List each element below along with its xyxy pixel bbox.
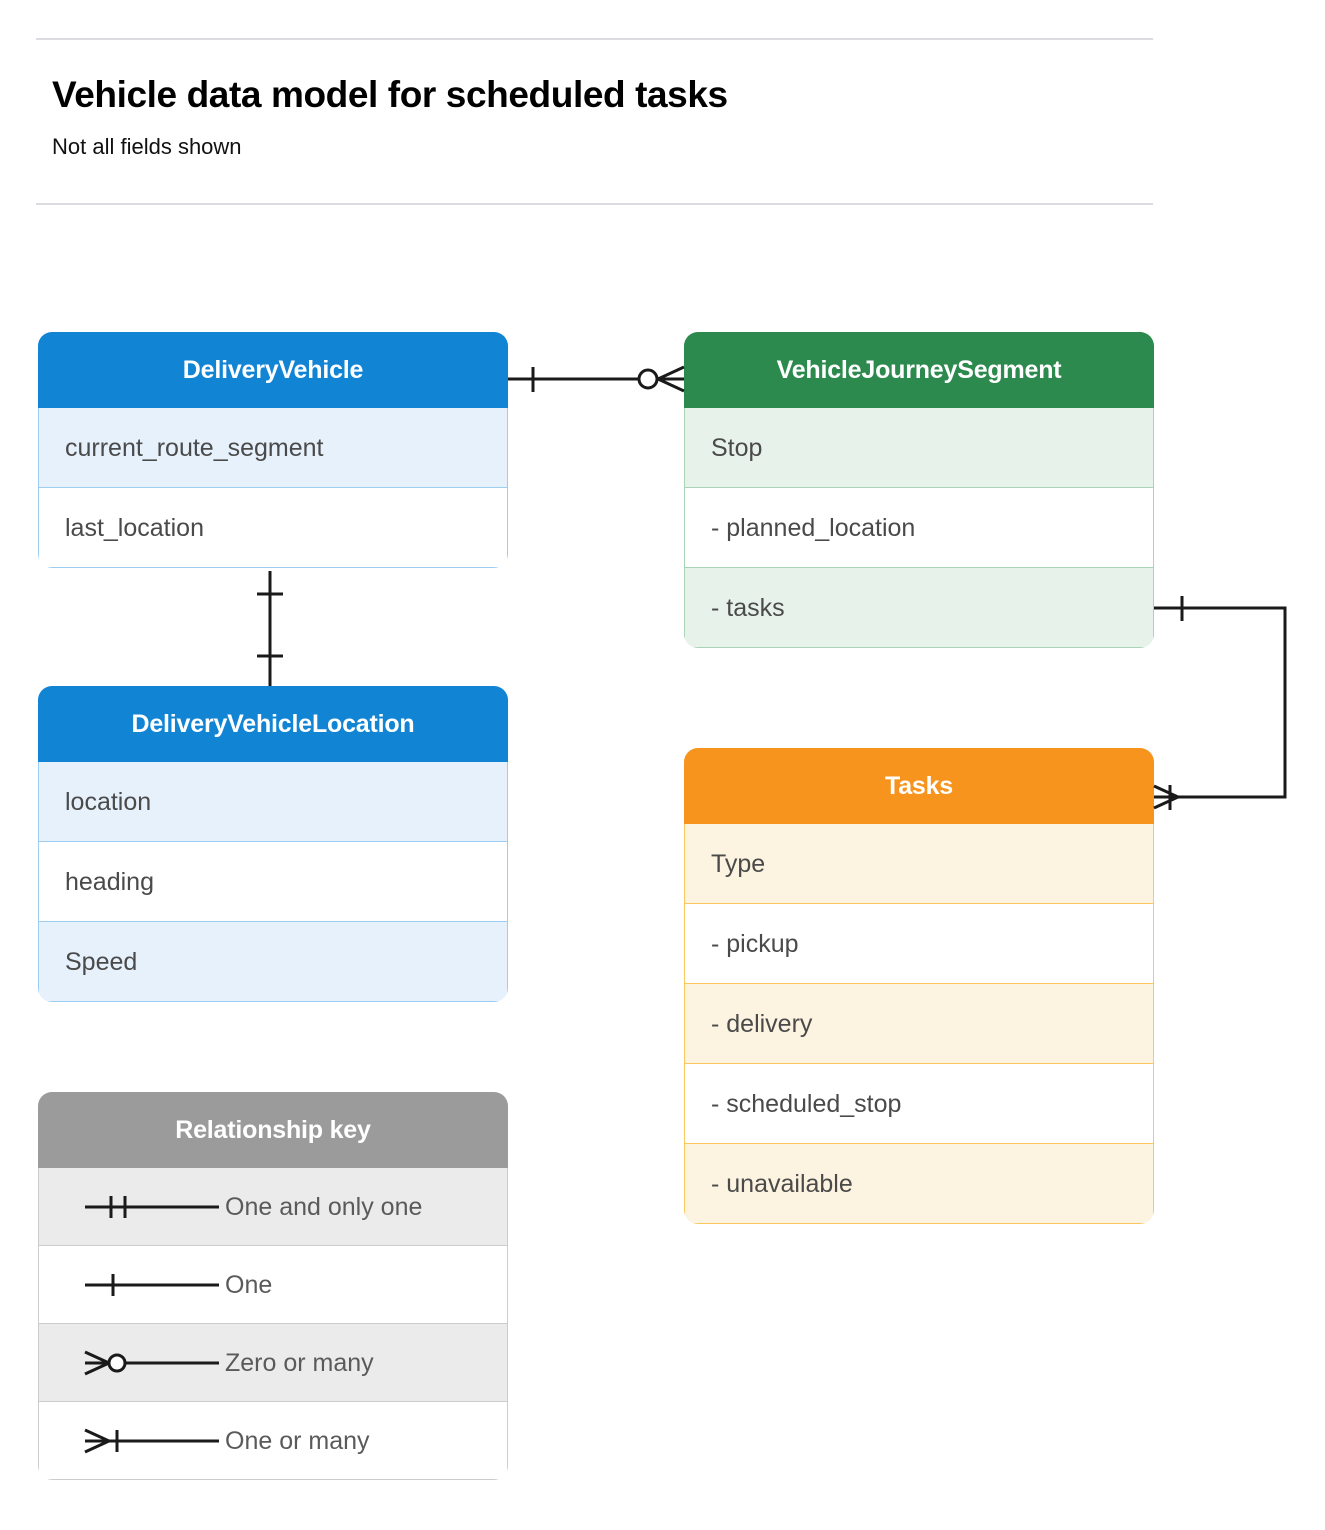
legend-item: One or many <box>38 1402 508 1480</box>
zero-or-many-icon <box>65 1348 225 1378</box>
legend-item-label: One and only one <box>225 1192 423 1221</box>
header-divider-bottom <box>36 203 1153 205</box>
entity-field-row: - tasks <box>684 568 1154 648</box>
entity-field-row: Stop <box>684 408 1154 488</box>
page-title: Vehicle data model for scheduled tasks <box>52 74 728 115</box>
one-icon <box>65 1270 225 1300</box>
legend-item-label: One <box>225 1270 273 1299</box>
entity-delivery-vehicle-location[interactable]: DeliveryVehicleLocation location heading… <box>38 686 508 1002</box>
entity-title-vehicle-journey-segment: VehicleJourneySegment <box>684 332 1154 408</box>
entity-tasks[interactable]: Tasks Type - pickup - delivery - schedul… <box>684 748 1154 1224</box>
connector-vehicle-to-journey-segment <box>508 365 685 393</box>
relationship-key-legend[interactable]: Relationship key One and only one One <box>38 1092 508 1480</box>
entity-field-row: - unavailable <box>684 1144 1154 1224</box>
legend-item: One <box>38 1246 508 1324</box>
entity-field-row: Speed <box>38 922 508 1002</box>
entity-field-row: - scheduled_stop <box>684 1064 1154 1144</box>
entity-title-delivery-vehicle: DeliveryVehicle <box>38 332 508 408</box>
one-and-only-one-icon <box>65 1192 225 1222</box>
entity-delivery-vehicle[interactable]: DeliveryVehicle current_route_segment la… <box>38 332 508 568</box>
entity-field-row: heading <box>38 842 508 922</box>
entity-field-row: current_route_segment <box>38 408 508 488</box>
entity-field-row: location <box>38 762 508 842</box>
page-subtitle: Not all fields shown <box>52 134 242 159</box>
legend-item-label: One or many <box>225 1426 370 1455</box>
legend-item: Zero or many <box>38 1324 508 1402</box>
connector-vehicle-to-vehicle-location <box>257 571 283 686</box>
legend-item: One and only one <box>38 1168 508 1246</box>
entity-field-row: Type <box>684 824 1154 904</box>
entity-field-row: - pickup <box>684 904 1154 984</box>
connector-journey-segment-tasks-to-tasks <box>1153 596 1287 810</box>
entity-field-row: - planned_location <box>684 488 1154 568</box>
legend-title: Relationship key <box>38 1092 508 1168</box>
entity-field-row: last_location <box>38 488 508 568</box>
header-divider-top <box>36 38 1153 40</box>
entity-vehicle-journey-segment[interactable]: VehicleJourneySegment Stop - planned_loc… <box>684 332 1154 648</box>
entity-title-delivery-vehicle-location: DeliveryVehicleLocation <box>38 686 508 762</box>
entity-field-row: - delivery <box>684 984 1154 1064</box>
entity-title-tasks: Tasks <box>684 748 1154 824</box>
one-or-many-icon <box>65 1426 225 1456</box>
legend-item-label: Zero or many <box>225 1348 374 1377</box>
